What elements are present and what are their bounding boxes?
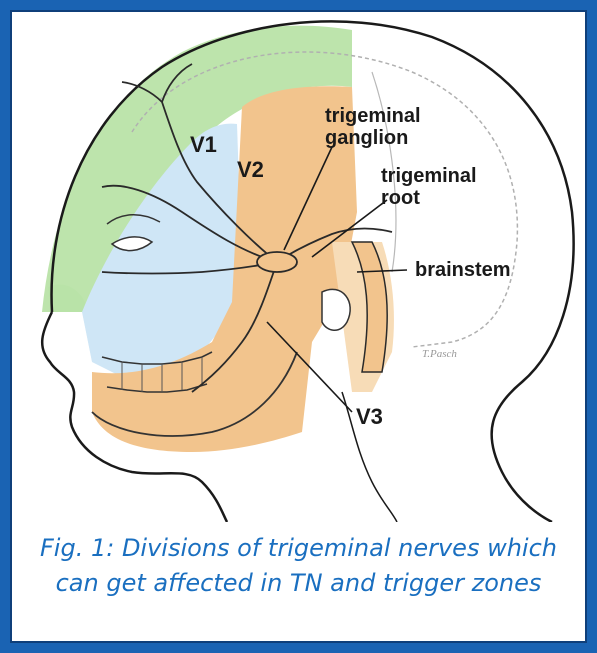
label-v3: V3 bbox=[356, 404, 383, 429]
figure-panel: V1 V2 V3 trigeminal ganglion trigeminal … bbox=[10, 10, 587, 643]
label-v1: V1 bbox=[190, 132, 217, 157]
label-trigeminal-root-line1: trigeminal bbox=[381, 165, 477, 187]
artist-signature: T.Pasch bbox=[422, 348, 457, 360]
figure-caption-line1: Fig. 1: Divisions of trigeminal nerves w… bbox=[12, 530, 585, 566]
figure-caption-line2: can get affected in TN and trigger zones bbox=[12, 565, 585, 601]
label-v2: V2 bbox=[237, 157, 264, 182]
ear bbox=[322, 289, 350, 330]
trigeminal-illustration: V1 V2 V3 trigeminal ganglion trigeminal … bbox=[12, 12, 585, 522]
trigeminal-ganglion-shape bbox=[257, 252, 297, 272]
label-trigeminal-ganglion-line1: trigeminal bbox=[325, 105, 421, 127]
label-trigeminal-root-line2: root bbox=[381, 187, 420, 209]
label-trigeminal-ganglion-line2: ganglion bbox=[325, 127, 408, 149]
label-brainstem: brainstem bbox=[415, 259, 511, 281]
